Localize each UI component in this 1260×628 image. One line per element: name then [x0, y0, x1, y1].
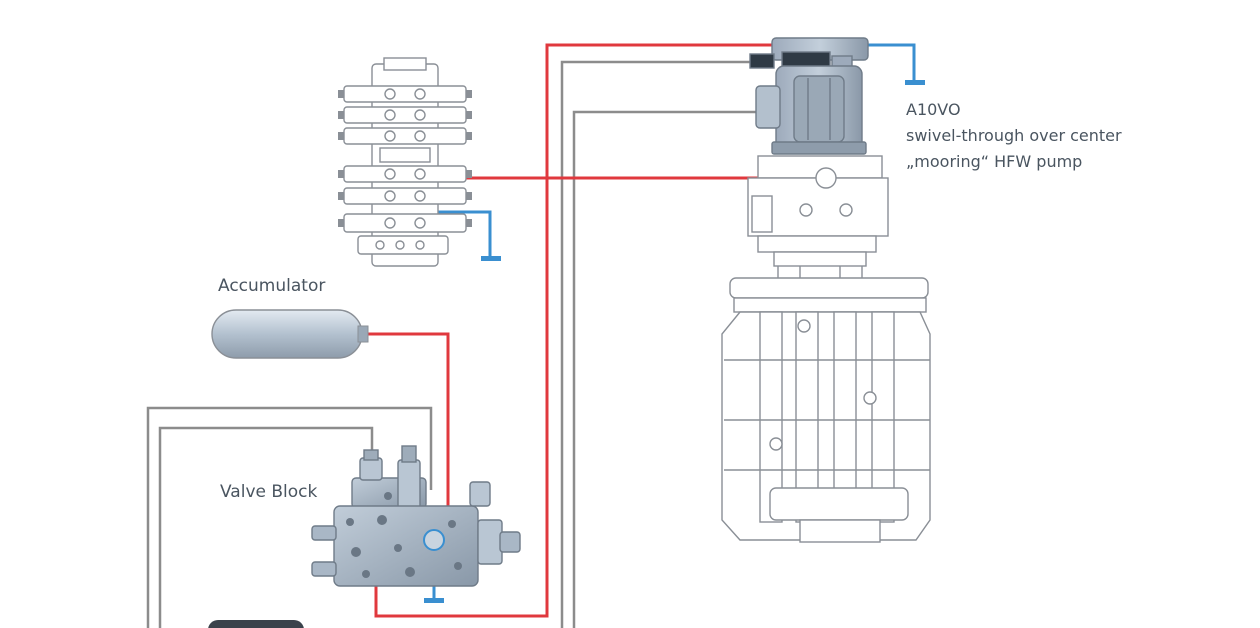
- tank-symbol-distributor: [481, 256, 501, 261]
- return-line-2: [572, 110, 756, 628]
- tank-symbol-valve-block: [424, 598, 444, 603]
- valve-block-label: Valve Block: [220, 482, 318, 502]
- tank-symbols: [424, 80, 925, 603]
- pump-label-line-1: A10VO: [906, 100, 961, 119]
- gearbox: [721, 277, 931, 543]
- tank-symbol-pump: [905, 80, 925, 85]
- tank-line-pump: [866, 43, 916, 80]
- return-line-3: [146, 406, 433, 628]
- control-valve-stack: [338, 57, 472, 267]
- pump-label-line-3: „mooring“ HFW pump: [906, 152, 1083, 171]
- pressure-line-main: [374, 43, 772, 618]
- accumulator: [211, 309, 369, 359]
- valve-block: [311, 445, 521, 587]
- drive-adapter: [747, 155, 889, 278]
- return-line-1: [560, 60, 752, 628]
- a10vo-pump: [749, 37, 869, 155]
- pressure-line-accumulator: [366, 332, 450, 508]
- pump-label: A10VO swivel-through over center „moorin…: [906, 97, 1122, 175]
- accumulator-label: Accumulator: [218, 276, 326, 296]
- pump-label-line-2: swivel-through over center: [906, 126, 1122, 145]
- return-line-4: [158, 426, 374, 628]
- return-lines: [146, 60, 756, 628]
- bottom-component: [208, 620, 304, 628]
